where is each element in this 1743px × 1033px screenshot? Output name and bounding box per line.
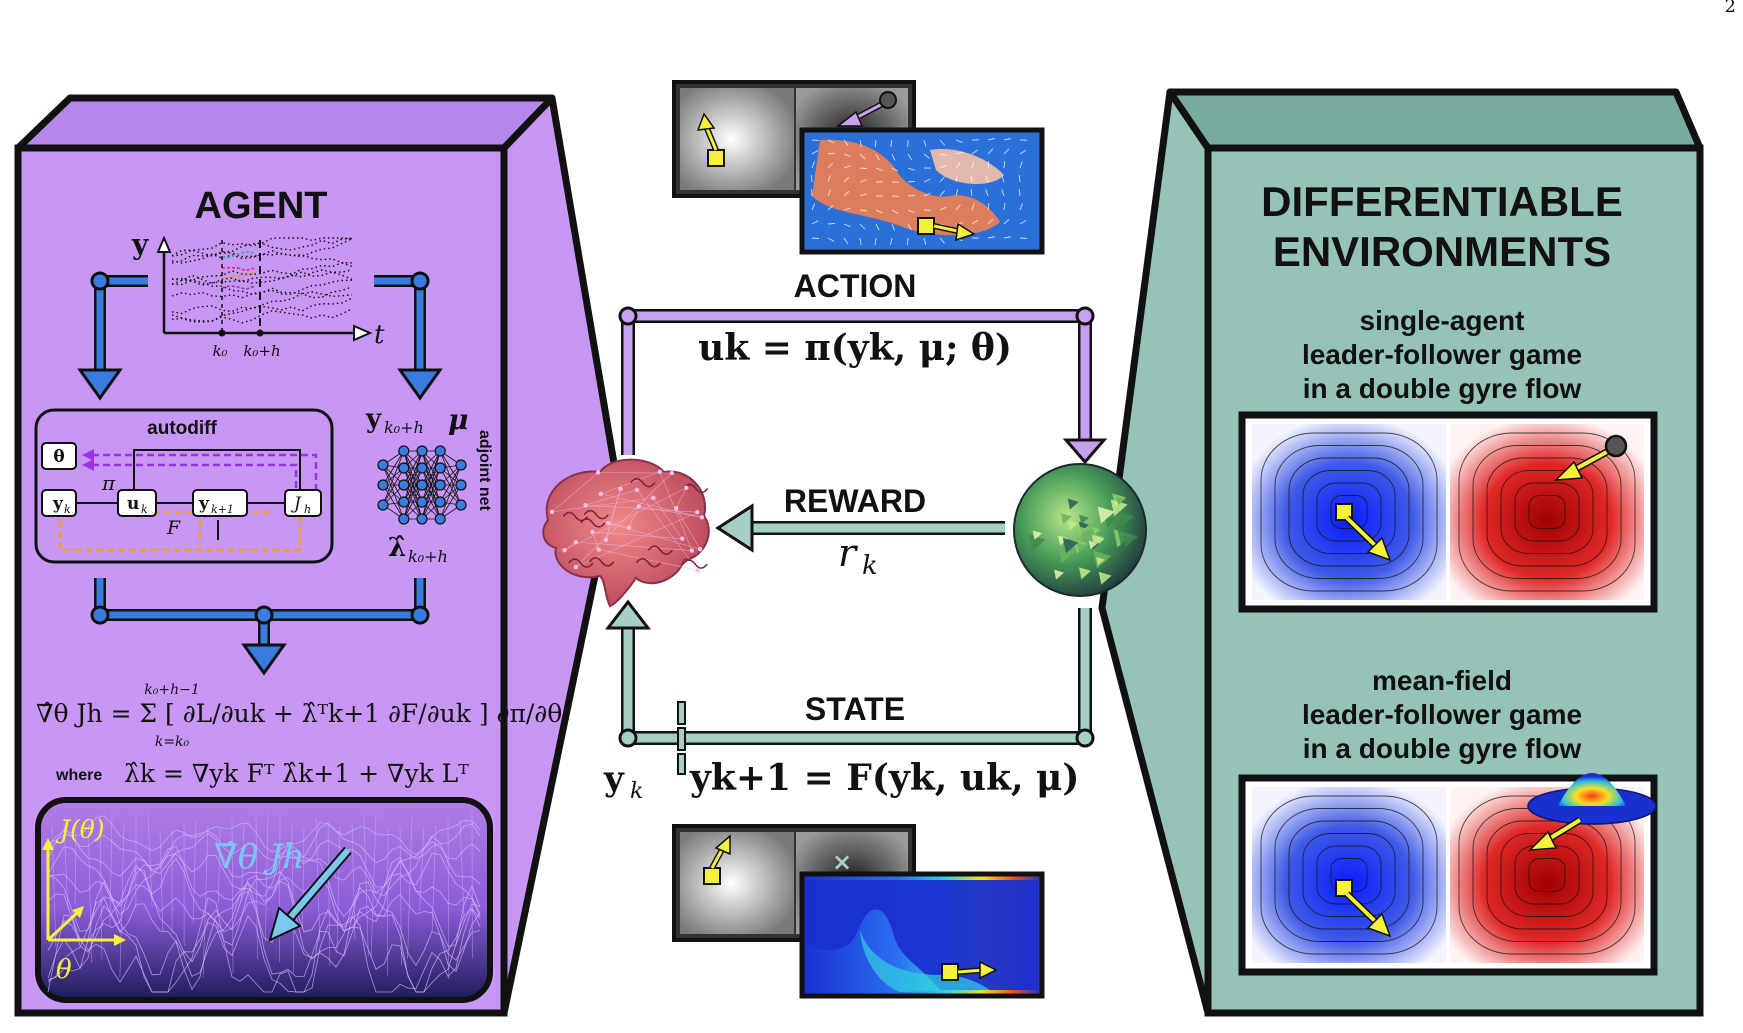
loss-landscape: J(θ) θ ∇̂θ Jh [38, 800, 490, 1000]
env-panel-top [1170, 92, 1700, 148]
lambda-hat-label: λ̂ [388, 533, 406, 563]
reward-r: r [838, 531, 859, 575]
reward-sub: k [862, 551, 878, 581]
lambda-hat-sub: k₀+h [408, 547, 448, 566]
environment-panel: DIFFERENTIABLE ENVIRONMENTS single-agent… [1102, 92, 1700, 1013]
mean-line1: mean-field [1372, 665, 1512, 696]
action-thumbnails [674, 82, 1042, 252]
agent-panel: AGENT y t k₀ k₀+h [18, 98, 616, 1013]
env-title-line2: ENVIRONMENTS [1273, 228, 1611, 275]
reward-arrowhead [718, 506, 752, 550]
single-agent-gyre [1242, 415, 1654, 609]
lambda-equation: λ̂k = ∇yk Fᵀ λ̂k+1 + ∇yk Lᵀ [124, 759, 469, 788]
action-label: ACTION [794, 268, 917, 304]
J-box-sub: h [304, 503, 311, 516]
earth-icon [1014, 464, 1146, 596]
mean-line3: in a double gyre flow [1303, 733, 1582, 764]
gradient-equation: ∇̂θ Jh = Σ [ ∂L/∂uk + λ̂ᵀk+1 ∂F/∂uk ] ∂π… [36, 699, 562, 728]
plot-t-label: t [374, 320, 385, 350]
yk1-box-sub: k+1 [211, 503, 234, 516]
plot-y-label: y [131, 228, 149, 261]
theta-box-label: θ [53, 447, 64, 467]
tick-k0h: k₀+h [243, 342, 280, 360]
y-k0h-label: y [365, 404, 382, 434]
uk-box-sub: k [141, 503, 148, 516]
F-label: F [166, 517, 181, 539]
reward-label: REWARD [784, 483, 926, 519]
pi-label: π [101, 471, 116, 495]
agent-panel-top [18, 98, 552, 148]
yk-box-label: y [52, 494, 64, 514]
sum-top: k₀+h−1 [144, 682, 199, 698]
page-number: 2 [1725, 0, 1736, 17]
state-label: STATE [805, 691, 905, 727]
state-y-label: y [603, 759, 625, 799]
y-k0h-sub: k₀+h [384, 418, 424, 437]
autodiff-label: autodiff [147, 418, 217, 439]
mu-label: μ [448, 403, 469, 436]
env-title-line1: DIFFERENTIABLE [1261, 178, 1623, 225]
adjoint-net-label: adjoint net [476, 430, 493, 512]
action-equation: uk = π(yk, μ; θ) [698, 327, 1012, 369]
state-equation: yk+1 = F(yk, uk, μ) [689, 757, 1079, 799]
agent-title: AGENT [195, 185, 328, 227]
single-line1: single-agent [1360, 305, 1525, 336]
mean-field-gyre [1242, 773, 1656, 972]
state-arrowhead [608, 602, 648, 628]
landscape-theta-label: θ [56, 955, 72, 985]
sum-bottom: k=k₀ [155, 734, 190, 750]
landscape-gradient-label: ∇̂θ Jh [214, 837, 305, 877]
landscape-J-label: J(θ) [55, 815, 105, 844]
mean-line2: leader-follower game [1302, 699, 1582, 730]
yk-box-sub: k [64, 503, 71, 516]
where-label: where [55, 767, 102, 784]
central-loop: ACTION uk = π(yk, μ; θ) REWARD r k STATE… [543, 82, 1146, 996]
yk1-box-label: y [198, 494, 210, 514]
action-arrowhead [1066, 440, 1104, 462]
tick-k0: k₀ [212, 342, 227, 360]
state-y-sub: k [630, 779, 643, 804]
autodiff-box: autodiff θ y k u k y [36, 410, 332, 562]
single-line2: leader-follower game [1302, 339, 1582, 370]
single-line3: in a double gyre flow [1303, 373, 1582, 404]
state-thumbnails: × [674, 826, 1042, 996]
uk-box-label: u [127, 494, 139, 514]
